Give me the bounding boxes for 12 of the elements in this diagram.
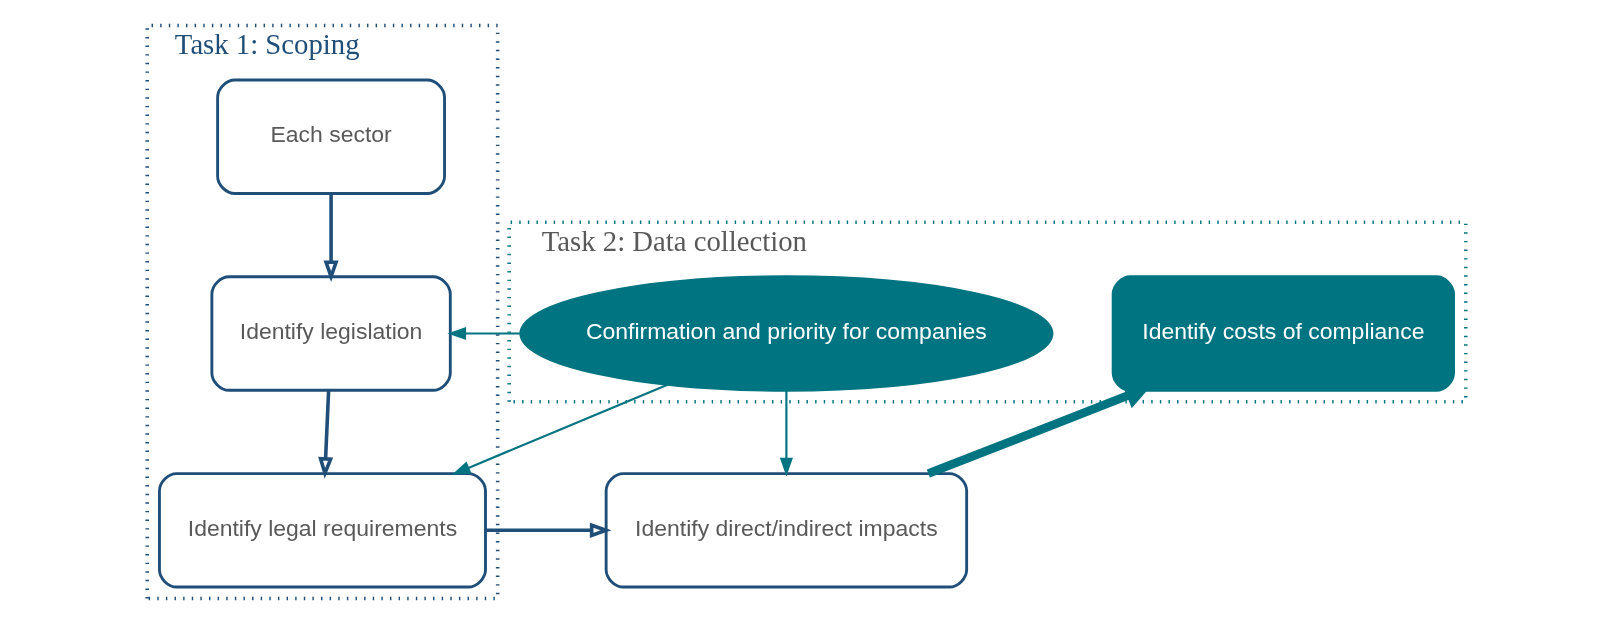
arrow [451,383,669,475]
arrow [318,390,334,479]
arrow [323,193,339,282]
node-box: Each sector [216,78,446,195]
arrow [779,390,793,477]
node-ellipse: Confirmation and priority for companies [519,275,1054,392]
arrow [485,522,612,538]
node-box: Identify costs of compliance [1111,275,1455,392]
node-box: Identify direct/indirect impacts [604,472,969,589]
node-box: Identify legal requirements [158,472,487,589]
arrow [447,327,521,341]
node-box: Identify legislation [210,275,452,392]
